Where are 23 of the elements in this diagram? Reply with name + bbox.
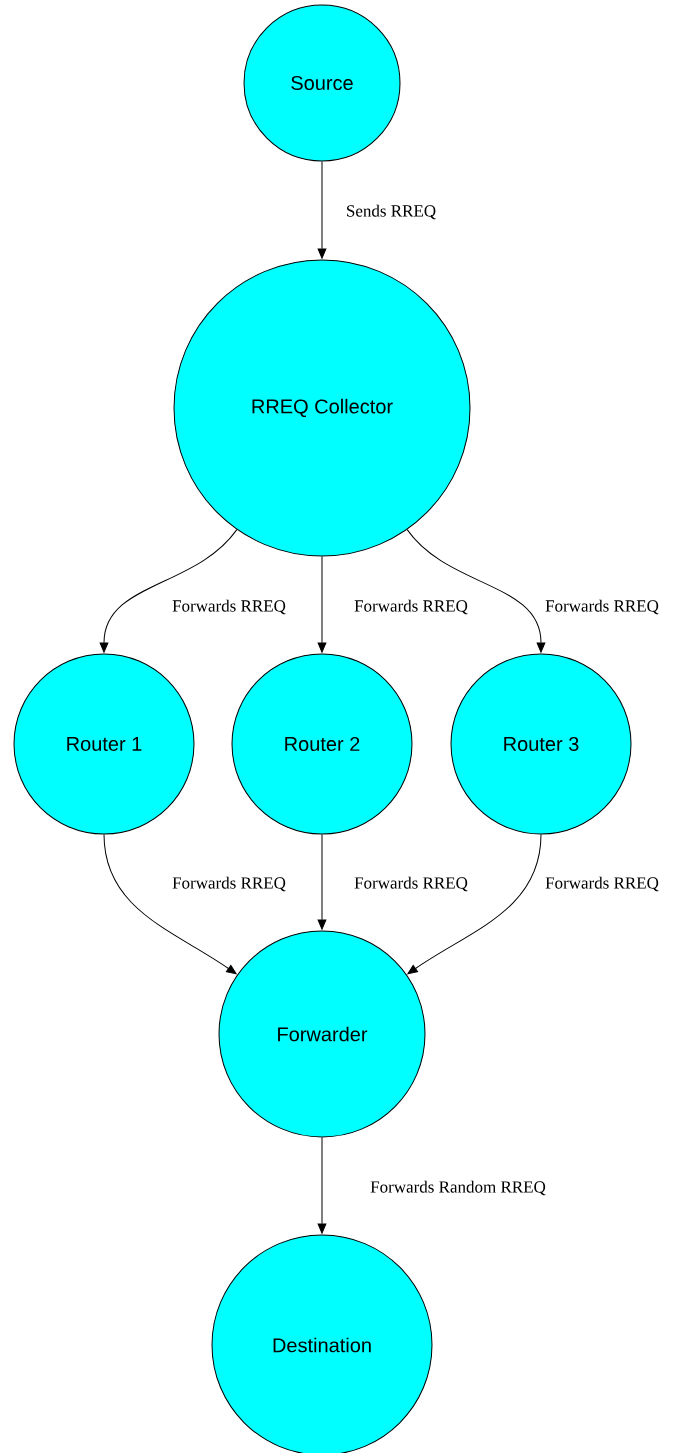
circle-node: Forwarder xyxy=(218,930,426,1138)
edge-label: Forwards RREQ xyxy=(353,598,469,616)
edge-label: Forwards Random RREQ xyxy=(369,1179,547,1197)
circle-node: Router 3 xyxy=(450,653,632,835)
arrow xyxy=(317,556,327,653)
edge-label: Sends RREQ xyxy=(344,203,438,221)
edge-label: Forwards RREQ xyxy=(544,598,660,616)
circle-node: Router 2 xyxy=(231,653,413,835)
edge-label: Forwards RREQ xyxy=(353,875,469,893)
arrow xyxy=(407,834,542,975)
arrow xyxy=(317,1137,327,1234)
arrow xyxy=(103,834,237,975)
edge-label: Forwards RREQ xyxy=(544,875,660,893)
edge-label: Forwards RREQ xyxy=(171,875,287,893)
circle-node: Source xyxy=(243,4,401,162)
circle-node: Router 1 xyxy=(13,653,195,835)
arrow xyxy=(99,529,238,653)
arrow xyxy=(406,529,546,653)
arrow xyxy=(317,161,327,259)
circle-node: Destination xyxy=(211,1234,433,1453)
arrow xyxy=(317,834,327,930)
edge-label: Forwards RREQ xyxy=(171,598,287,616)
circle-node: RREQ Collector xyxy=(173,259,471,557)
